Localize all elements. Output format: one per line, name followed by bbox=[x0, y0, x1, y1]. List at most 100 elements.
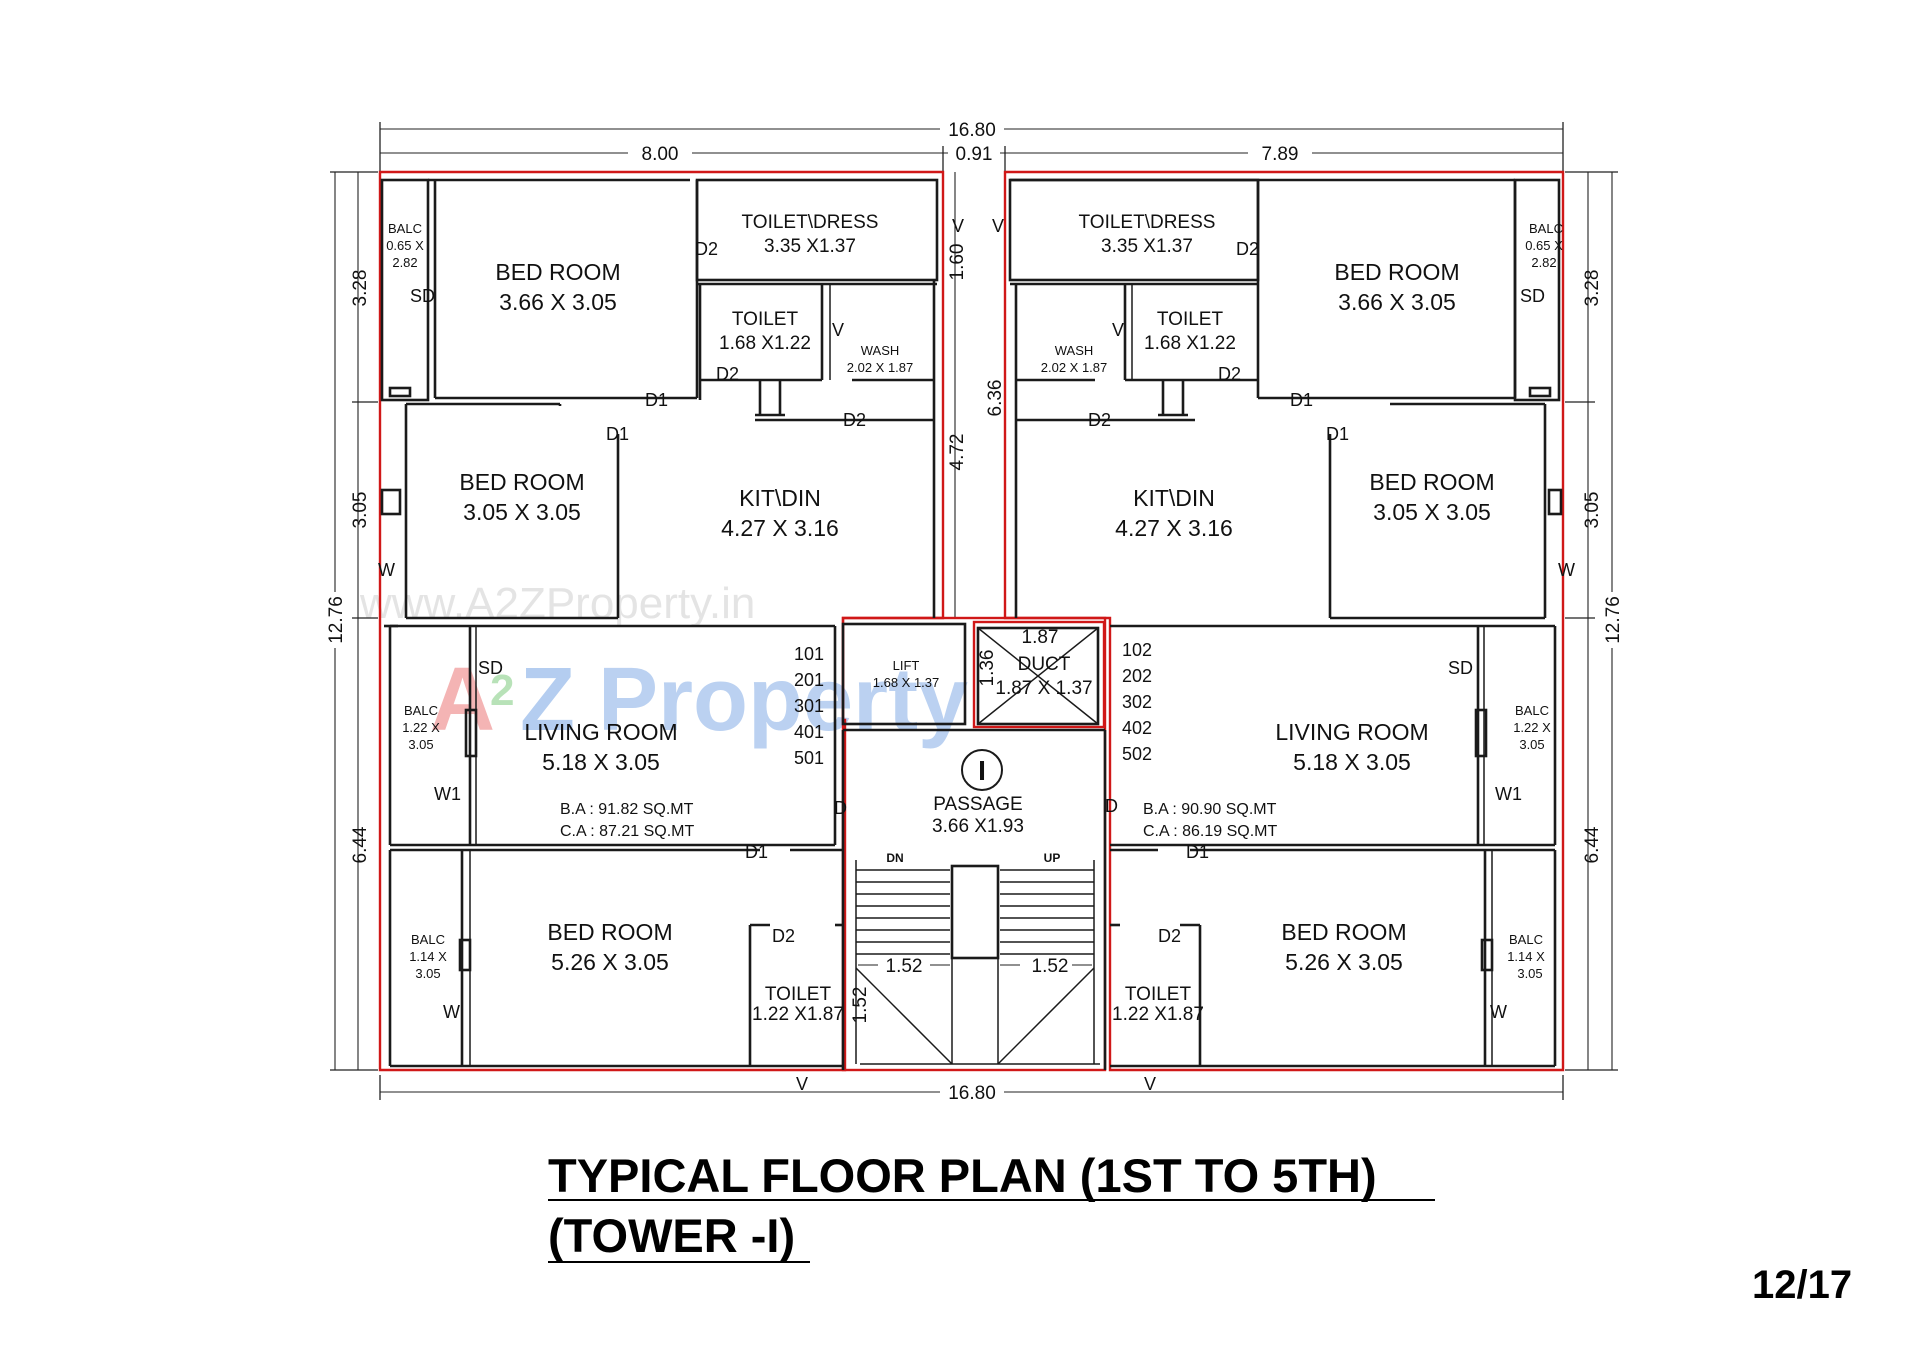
right-bed2-name: BED ROOM bbox=[1369, 469, 1494, 495]
right-window-w-b: W bbox=[1490, 1002, 1507, 1022]
right-door-d2-a: D2 bbox=[1236, 239, 1259, 259]
right-kit-name: KIT\DIN bbox=[1133, 485, 1215, 511]
watermark-url: www.A2ZProperty.in bbox=[359, 579, 755, 628]
right-built-area: B.A : 90.90 SQ.MT bbox=[1143, 801, 1277, 818]
right-unit-labels: TOILET\DRESS 3.35 X1.37 BALC 0.65 X 2.82… bbox=[992, 212, 1575, 1094]
right-vent-v-c: V bbox=[1144, 1074, 1156, 1094]
left-toilet2-name: TOILET bbox=[765, 984, 832, 1005]
left-balc1-name: BALC bbox=[388, 221, 422, 236]
right-toilet-name: TOILET bbox=[1157, 309, 1224, 330]
left-sd-a: SD bbox=[410, 286, 435, 306]
right-door-d1-a: D1 bbox=[1290, 390, 1313, 410]
left-living-size: 5.18 X 3.05 bbox=[542, 749, 660, 775]
plan-title-line2: (TOWER -I) bbox=[548, 1209, 795, 1262]
dim-right-lower: 6.44 bbox=[1582, 826, 1603, 863]
right-wash-name: WASH bbox=[1055, 343, 1094, 358]
right-vent-v-b: V bbox=[1112, 320, 1124, 340]
right-window-w-a: W bbox=[1558, 560, 1575, 580]
left-window-w1: W1 bbox=[434, 784, 461, 804]
left-balc3-name: BALC bbox=[411, 932, 445, 947]
right-toilet-size: 1.68 X1.22 bbox=[1144, 333, 1236, 354]
right-balc1-name: BALC bbox=[1529, 221, 1563, 236]
left-flat-1: 101 bbox=[794, 644, 824, 664]
right-toilet2-name: TOILET bbox=[1125, 984, 1192, 1005]
right-bed3-size: 5.26 X 3.05 bbox=[1285, 949, 1403, 975]
right-door-d2-b: D2 bbox=[1218, 364, 1241, 384]
left-door-d2-d: D2 bbox=[772, 926, 795, 946]
left-bed1-size: 3.66 X 3.05 bbox=[499, 289, 617, 315]
tower-mark: I bbox=[978, 755, 986, 786]
left-built-area: B.A : 91.82 SQ.MT bbox=[560, 801, 694, 818]
left-flat-4: 401 bbox=[794, 722, 824, 742]
dim-stair-152b: 1.52 bbox=[1032, 956, 1069, 977]
right-flat-3: 302 bbox=[1122, 692, 1152, 712]
left-vent-v-a: V bbox=[952, 216, 964, 236]
left-bed3-name: BED ROOM bbox=[547, 919, 672, 945]
right-flat-5: 502 bbox=[1122, 744, 1152, 764]
left-living-name: LIVING ROOM bbox=[524, 719, 677, 745]
duct-name: DUCT bbox=[1018, 654, 1071, 675]
watermark: www.A2ZProperty.in A 2 Z Property bbox=[359, 579, 968, 750]
right-toilet2-size: 1.22 X1.87 bbox=[1112, 1004, 1204, 1025]
left-toilet-dress-name: TOILET\DRESS bbox=[742, 212, 879, 233]
left-door-d2-c: D2 bbox=[843, 410, 866, 430]
left-kit-size: 4.27 X 3.16 bbox=[721, 515, 839, 541]
left-toilet-name: TOILET bbox=[732, 309, 799, 330]
left-vent-v-c: V bbox=[796, 1074, 808, 1094]
left-balc1-l2: 2.82 bbox=[392, 255, 417, 270]
right-door-d2-c: D2 bbox=[1088, 410, 1111, 430]
right-door-d1-b: D1 bbox=[1326, 424, 1349, 444]
lift-name: LIFT bbox=[893, 658, 920, 673]
left-door-d1-c: D1 bbox=[745, 842, 768, 862]
watermark-brand-2: 2 bbox=[490, 666, 514, 715]
tower-marker-icon bbox=[961, 749, 1003, 791]
right-flat-1: 102 bbox=[1122, 640, 1152, 660]
right-balc2-name: BALC bbox=[1515, 703, 1549, 718]
dim-top-right: 7.89 bbox=[1262, 144, 1299, 165]
dim-left-lower: 6.44 bbox=[350, 826, 371, 863]
right-balc1-l2: 2.82 bbox=[1531, 255, 1556, 270]
dim-core-160: 1.60 bbox=[947, 244, 968, 281]
left-balc1-l1: 0.65 X bbox=[386, 238, 424, 253]
stair-down: DN bbox=[886, 851, 903, 865]
dim-left-mid: 3.05 bbox=[350, 492, 371, 529]
left-balc2-l1: 1.22 X bbox=[402, 720, 440, 735]
left-door-d1-a: D1 bbox=[645, 390, 668, 410]
left-flat-2: 201 bbox=[794, 670, 824, 690]
right-bed1-name: BED ROOM bbox=[1334, 259, 1459, 285]
dim-core-187: 1.87 bbox=[1022, 627, 1059, 648]
left-bed2-size: 3.05 X 3.05 bbox=[463, 499, 581, 525]
watermark-brand-a: A bbox=[430, 650, 495, 750]
right-living-name: LIVING ROOM bbox=[1275, 719, 1428, 745]
title-block: TYPICAL FLOOR PLAN (1ST TO 5TH) (TOWER -… bbox=[548, 1149, 1852, 1307]
right-living-size: 5.18 X 3.05 bbox=[1293, 749, 1411, 775]
right-balc1-l1: 0.65 X bbox=[1525, 238, 1563, 253]
left-unit-labels: TOILET\DRESS 3.35 X1.37 BALC 0.65 X 2.82… bbox=[378, 212, 964, 1094]
dim-right-mid: 3.05 bbox=[1582, 492, 1603, 529]
right-balc2-l1: 1.22 X bbox=[1513, 720, 1551, 735]
right-toilet-dress-name: TOILET\DRESS bbox=[1079, 212, 1216, 233]
right-bed1-size: 3.66 X 3.05 bbox=[1338, 289, 1456, 315]
right-balc2-l2: 3.05 bbox=[1519, 737, 1544, 752]
dim-right-total: 12.76 bbox=[1603, 596, 1624, 644]
left-balc2-name: BALC bbox=[404, 703, 438, 718]
left-wash-name: WASH bbox=[861, 343, 900, 358]
dim-top-left: 8.00 bbox=[642, 144, 679, 165]
right-sd-a: SD bbox=[1520, 286, 1545, 306]
right-bed3-name: BED ROOM bbox=[1281, 919, 1406, 945]
right-door-d2-d: D2 bbox=[1158, 926, 1181, 946]
left-vent-v-b: V bbox=[832, 320, 844, 340]
left-balc3-l2: 3.05 bbox=[415, 966, 440, 981]
dim-top-total: 16.80 bbox=[948, 120, 996, 141]
right-carpet-area: C.A : 86.19 SQ.MT bbox=[1143, 823, 1278, 840]
left-bed3-size: 5.26 X 3.05 bbox=[551, 949, 669, 975]
left-toilet2-size: 1.22 X1.87 bbox=[752, 1004, 844, 1025]
left-toilet-size: 1.68 X1.22 bbox=[719, 333, 811, 354]
dim-stair-152c: 1.52 bbox=[850, 987, 871, 1024]
right-vent-v-a: V bbox=[992, 216, 1004, 236]
core-walls bbox=[841, 622, 1107, 1070]
right-balc3-l1: 1.14 X bbox=[1507, 949, 1545, 964]
dim-left-total: 12.76 bbox=[326, 596, 347, 644]
passage-size: 3.66 X1.93 bbox=[932, 816, 1024, 837]
